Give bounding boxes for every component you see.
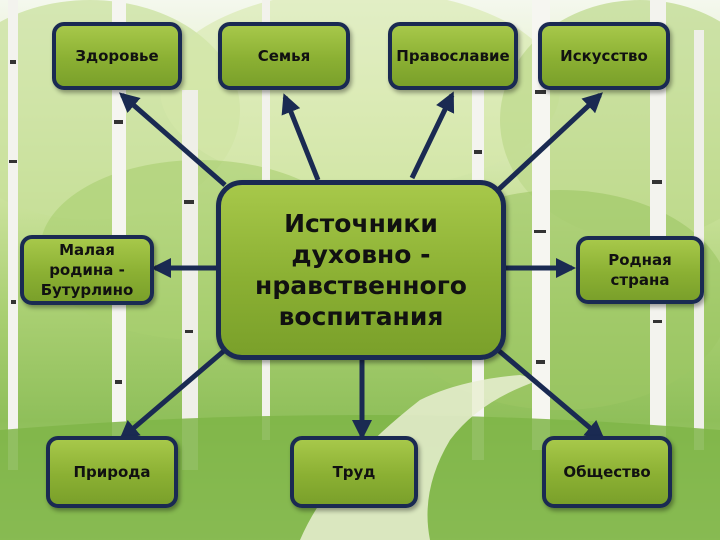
arrow-to-orthodoxy [409,91,455,180]
node-small-homeland: Малая родина - Бутурлино [20,235,154,305]
node-orthodoxy: Православие [388,22,518,90]
center-node: Источники духовно - нравственного воспит… [216,180,506,360]
arrow-to-society [496,348,606,441]
node-native-country: Родная страна [576,236,704,304]
arrow-to-art [496,92,603,192]
node-society: Общество [542,436,672,508]
arrow-to-nature [118,348,227,441]
node-labor: Труд [290,436,418,508]
arrows [118,91,606,441]
arrow-to-family [281,93,321,181]
arrow-to-health [118,92,227,187]
node-family: Семья [218,22,350,90]
node-health: Здоровье [52,22,182,90]
node-art: Искусство [538,22,670,90]
node-nature: Природа [46,436,178,508]
